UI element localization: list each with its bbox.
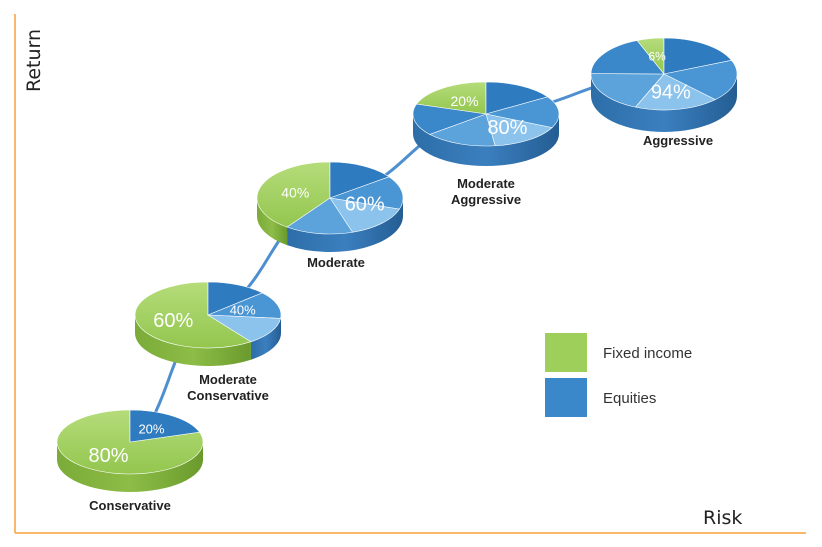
pie-slice-equities bbox=[663, 37, 733, 75]
portfolio-label: Conservative bbox=[89, 498, 171, 513]
pie-conservative: 80% 20% bbox=[56, 409, 204, 492]
pie-slice-equities bbox=[485, 113, 553, 147]
pie-moderate-aggressive: 20% 80% bbox=[412, 81, 560, 166]
portfolio-label: Conservative bbox=[187, 388, 269, 403]
pie-slice-equities bbox=[663, 59, 738, 100]
pie-label-fixed-income: 60% bbox=[153, 310, 193, 332]
pie-label-fixed-income: 20% bbox=[451, 93, 479, 109]
pie-label-equities: 60% bbox=[345, 194, 385, 216]
portfolio-label: Moderate bbox=[307, 255, 365, 270]
pie-slice-equities bbox=[129, 409, 200, 443]
pie-slice-equities bbox=[206, 314, 281, 343]
pie-slice-equities bbox=[485, 96, 560, 128]
portfolio-label: Aggressive bbox=[643, 133, 713, 148]
pie-slice-fixed-income bbox=[256, 161, 331, 228]
pie-slice-fixed-income bbox=[416, 81, 487, 115]
pie-side-fixed-income bbox=[135, 315, 251, 367]
pie-slice-equities bbox=[207, 281, 263, 316]
pie-slice-equities bbox=[286, 197, 354, 235]
pie-label-fixed-income: 80% bbox=[89, 445, 129, 467]
pie-slice-equities bbox=[485, 81, 549, 115]
pie-label-fixed-income: 6% bbox=[648, 50, 666, 64]
pie-label-equities: 20% bbox=[138, 422, 164, 437]
pie-label-equities: 40% bbox=[230, 302, 256, 317]
pie-side-equities bbox=[591, 74, 737, 132]
y-axis-title: Return bbox=[23, 29, 45, 92]
pie-side-equities bbox=[413, 114, 559, 166]
portfolio-label: Aggressive bbox=[451, 192, 521, 207]
pie-slice-equities bbox=[590, 40, 665, 75]
legend-swatch-equities bbox=[545, 378, 587, 417]
pie-slice-equities bbox=[207, 292, 282, 319]
pie-slice-equities bbox=[590, 73, 665, 108]
pie-side-fixed-income bbox=[57, 442, 203, 492]
pie-slice-equities bbox=[329, 161, 390, 199]
pie-slice-equities bbox=[429, 113, 496, 147]
pie-slice-equities bbox=[634, 73, 716, 111]
portfolio-label: Moderate bbox=[199, 372, 257, 387]
pie-side-fixed-income bbox=[257, 198, 288, 246]
pie-label-fixed-income: 40% bbox=[281, 184, 309, 200]
pie-aggressive: 6% 94% bbox=[590, 37, 738, 132]
legend-label-equities: Equities bbox=[603, 390, 656, 407]
pie-slice-equities bbox=[329, 176, 404, 210]
pie-slice-fixed-income bbox=[134, 281, 252, 349]
pie-side-equities bbox=[250, 315, 281, 360]
x-axis-title: Risk bbox=[703, 507, 742, 529]
portfolio-label: Moderate bbox=[457, 176, 515, 191]
pie-moderate: 40% 60% bbox=[256, 161, 404, 252]
pie-label-equities: 94% bbox=[651, 82, 691, 104]
pie-moderate-conservative: 60% 40% bbox=[134, 281, 282, 367]
pie-slice-equities bbox=[412, 103, 487, 135]
pie-slice-equities bbox=[329, 197, 400, 233]
legend-swatch-fixed-income bbox=[545, 333, 587, 372]
pie-slice-fixed-income bbox=[56, 409, 204, 475]
legend-label-fixed-income: Fixed income bbox=[603, 345, 692, 362]
legend: Fixed income Equities bbox=[545, 333, 692, 417]
pie-side-equities bbox=[287, 198, 403, 252]
pie-label-equities: 80% bbox=[487, 117, 527, 139]
